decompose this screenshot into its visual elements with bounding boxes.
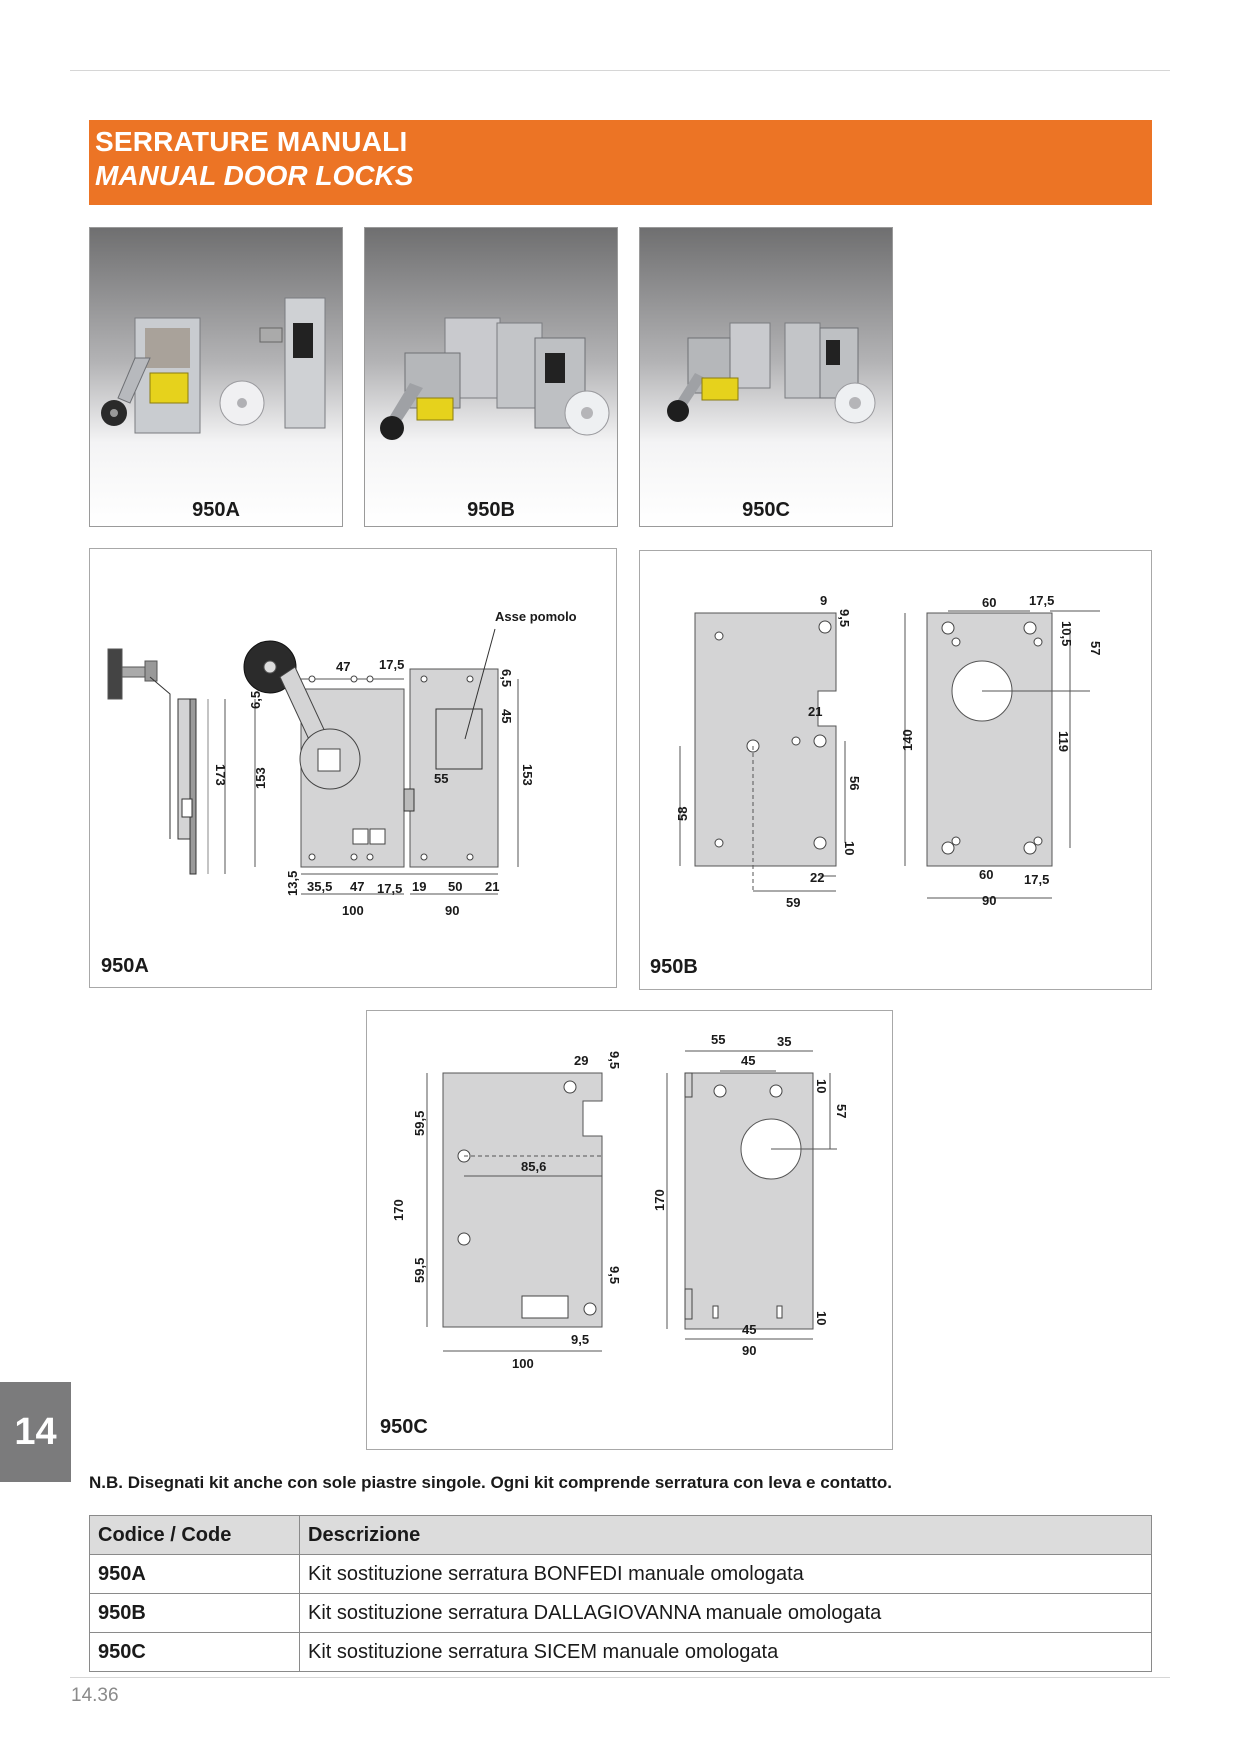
dim-label: 153 [520, 764, 535, 786]
top-rule [70, 70, 1170, 71]
dim-label: 21 [485, 879, 499, 894]
code-cell: 950A [89, 1554, 300, 1594]
dim-label: 170 [652, 1189, 667, 1211]
dim-label: 35 [777, 1034, 791, 1049]
dim-label: 90 [742, 1343, 756, 1358]
footnote: N.B. Disegnati kit anche con sole piastr… [89, 1473, 892, 1492]
dim-label: 9,5 [837, 609, 852, 627]
drawing-panel-950c: 29 9,5 59,5 85,6 170 59,5 9,5 9,5 100 55… [366, 1010, 893, 1450]
dim-label: 90 [982, 893, 996, 908]
photo-caption: 950A [192, 499, 240, 521]
dim-label: 9,5 [571, 1332, 589, 1347]
dim-label: 9,5 [607, 1266, 622, 1284]
dim-label: 10 [814, 1079, 829, 1093]
dim-label: 90 [445, 903, 459, 918]
dim-label: 50 [448, 879, 462, 894]
dim-label: 6,5 [499, 669, 514, 687]
dim-label: 35,5 [307, 879, 332, 894]
dim-label: 119 [1056, 731, 1071, 752]
dim-label: 22 [810, 870, 824, 885]
lock-kit-image [101, 297, 326, 434]
code-cell: 950C [89, 1632, 300, 1672]
dim-label: 59 [786, 895, 800, 910]
dim-label: 140 [900, 729, 915, 751]
drawing-panel-950b: 9 9,5 21 56 58 10 22 59 60 17,5 10,5 57 … [639, 550, 1152, 990]
table-header-row: Codice / Code Descrizione [89, 1515, 1152, 1555]
dim-label: 100 [512, 1356, 534, 1371]
description-cell: Kit sostituzione serratura DALLAGIOVANNA… [299, 1593, 1152, 1633]
dim-label: 55 [711, 1032, 725, 1047]
lock-kit-image [667, 322, 876, 424]
dim-label: 56 [847, 776, 862, 790]
dim-label: 10 [814, 1311, 829, 1325]
dim-label: 47 [350, 879, 364, 894]
dim-label: 10,5 [1059, 621, 1074, 646]
table-row: 950C Kit sostituzione serratura SICEM ma… [89, 1632, 1152, 1672]
dim-label: 85,6 [521, 1159, 546, 1174]
bottom-rule [70, 1677, 1170, 1678]
table-row: 950A Kit sostituzione serratura BONFEDI … [89, 1554, 1152, 1594]
code-cell: 950B [89, 1593, 300, 1633]
drawing-label: 950B [650, 956, 698, 978]
description-cell: Kit sostituzione serratura SICEM manuale… [299, 1632, 1152, 1672]
dim-label: 6,5 [248, 691, 263, 709]
column-header: Descrizione [299, 1515, 1152, 1555]
dim-label: 55 [434, 771, 448, 786]
technical-drawing-950b: 9 9,5 21 56 58 10 22 59 60 17,5 10,5 57 … [675, 593, 1103, 910]
dim-label: 10 [842, 841, 857, 855]
product-table: Codice / Code Descrizione 950A Kit sosti… [89, 1515, 1152, 1672]
dim-label: 29 [574, 1053, 588, 1068]
technical-drawing-950c: 29 9,5 59,5 85,6 170 59,5 9,5 9,5 100 55… [391, 1032, 849, 1371]
dim-label: 153 [253, 767, 268, 789]
photo-caption: 950B [467, 499, 515, 521]
dim-label: 45 [742, 1322, 756, 1337]
dim-label: 17,5 [1029, 593, 1054, 608]
dim-label: 9,5 [607, 1051, 622, 1069]
drawing-panel-950a: Asse pomolo 47 17,5 6,5 6,5 45 153 173 1… [89, 548, 617, 988]
column-header: Codice / Code [89, 1515, 300, 1555]
product-photo-950a: 950A [89, 227, 343, 527]
table-row: 950B Kit sostituzione serratura DALLAGIO… [89, 1593, 1152, 1633]
axis-note: Asse pomolo [495, 609, 577, 624]
dim-label: 19 [412, 879, 426, 894]
page-number: 14.36 [71, 1685, 119, 1706]
title-english: MANUAL DOOR LOCKS [95, 160, 414, 191]
product-photo-950c: 950C [639, 227, 893, 527]
dim-label: 13,5 [285, 871, 300, 896]
photo-caption: 950C [742, 499, 790, 521]
dim-label: 57 [1088, 641, 1103, 655]
dim-label: 60 [979, 867, 993, 882]
dim-label: 45 [741, 1053, 755, 1068]
title-italian: SERRATURE MANUALI [95, 126, 408, 157]
lock-kit-image [380, 317, 610, 440]
dim-label: 45 [499, 709, 514, 723]
drawing-label: 950C [380, 1416, 428, 1438]
dim-label: 17,5 [377, 881, 402, 896]
chapter-tab: 14 [0, 1382, 71, 1482]
technical-drawing-950a: Asse pomolo 47 17,5 6,5 6,5 45 153 173 1… [107, 609, 577, 918]
section-banner: SERRATURE MANUALI MANUAL DOOR LOCKS [89, 120, 1152, 205]
dim-label: 21 [808, 704, 822, 719]
dim-label: 17,5 [379, 657, 404, 672]
dim-label: 9 [820, 593, 827, 608]
dim-label: 100 [342, 903, 364, 918]
drawing-label: 950A [101, 955, 149, 977]
dim-label: 170 [391, 1199, 406, 1221]
dim-label: 17,5 [1024, 872, 1049, 887]
dim-label: 57 [834, 1104, 849, 1118]
dim-label: 58 [675, 807, 690, 821]
dim-label: 59,5 [412, 1258, 427, 1283]
dim-label: 173 [213, 764, 228, 786]
product-photo-950b: 950B [364, 227, 618, 527]
dim-label: 47 [336, 659, 350, 674]
description-cell: Kit sostituzione serratura BONFEDI manua… [299, 1554, 1152, 1594]
dim-label: 59,5 [412, 1111, 427, 1136]
dim-label: 60 [982, 595, 996, 610]
